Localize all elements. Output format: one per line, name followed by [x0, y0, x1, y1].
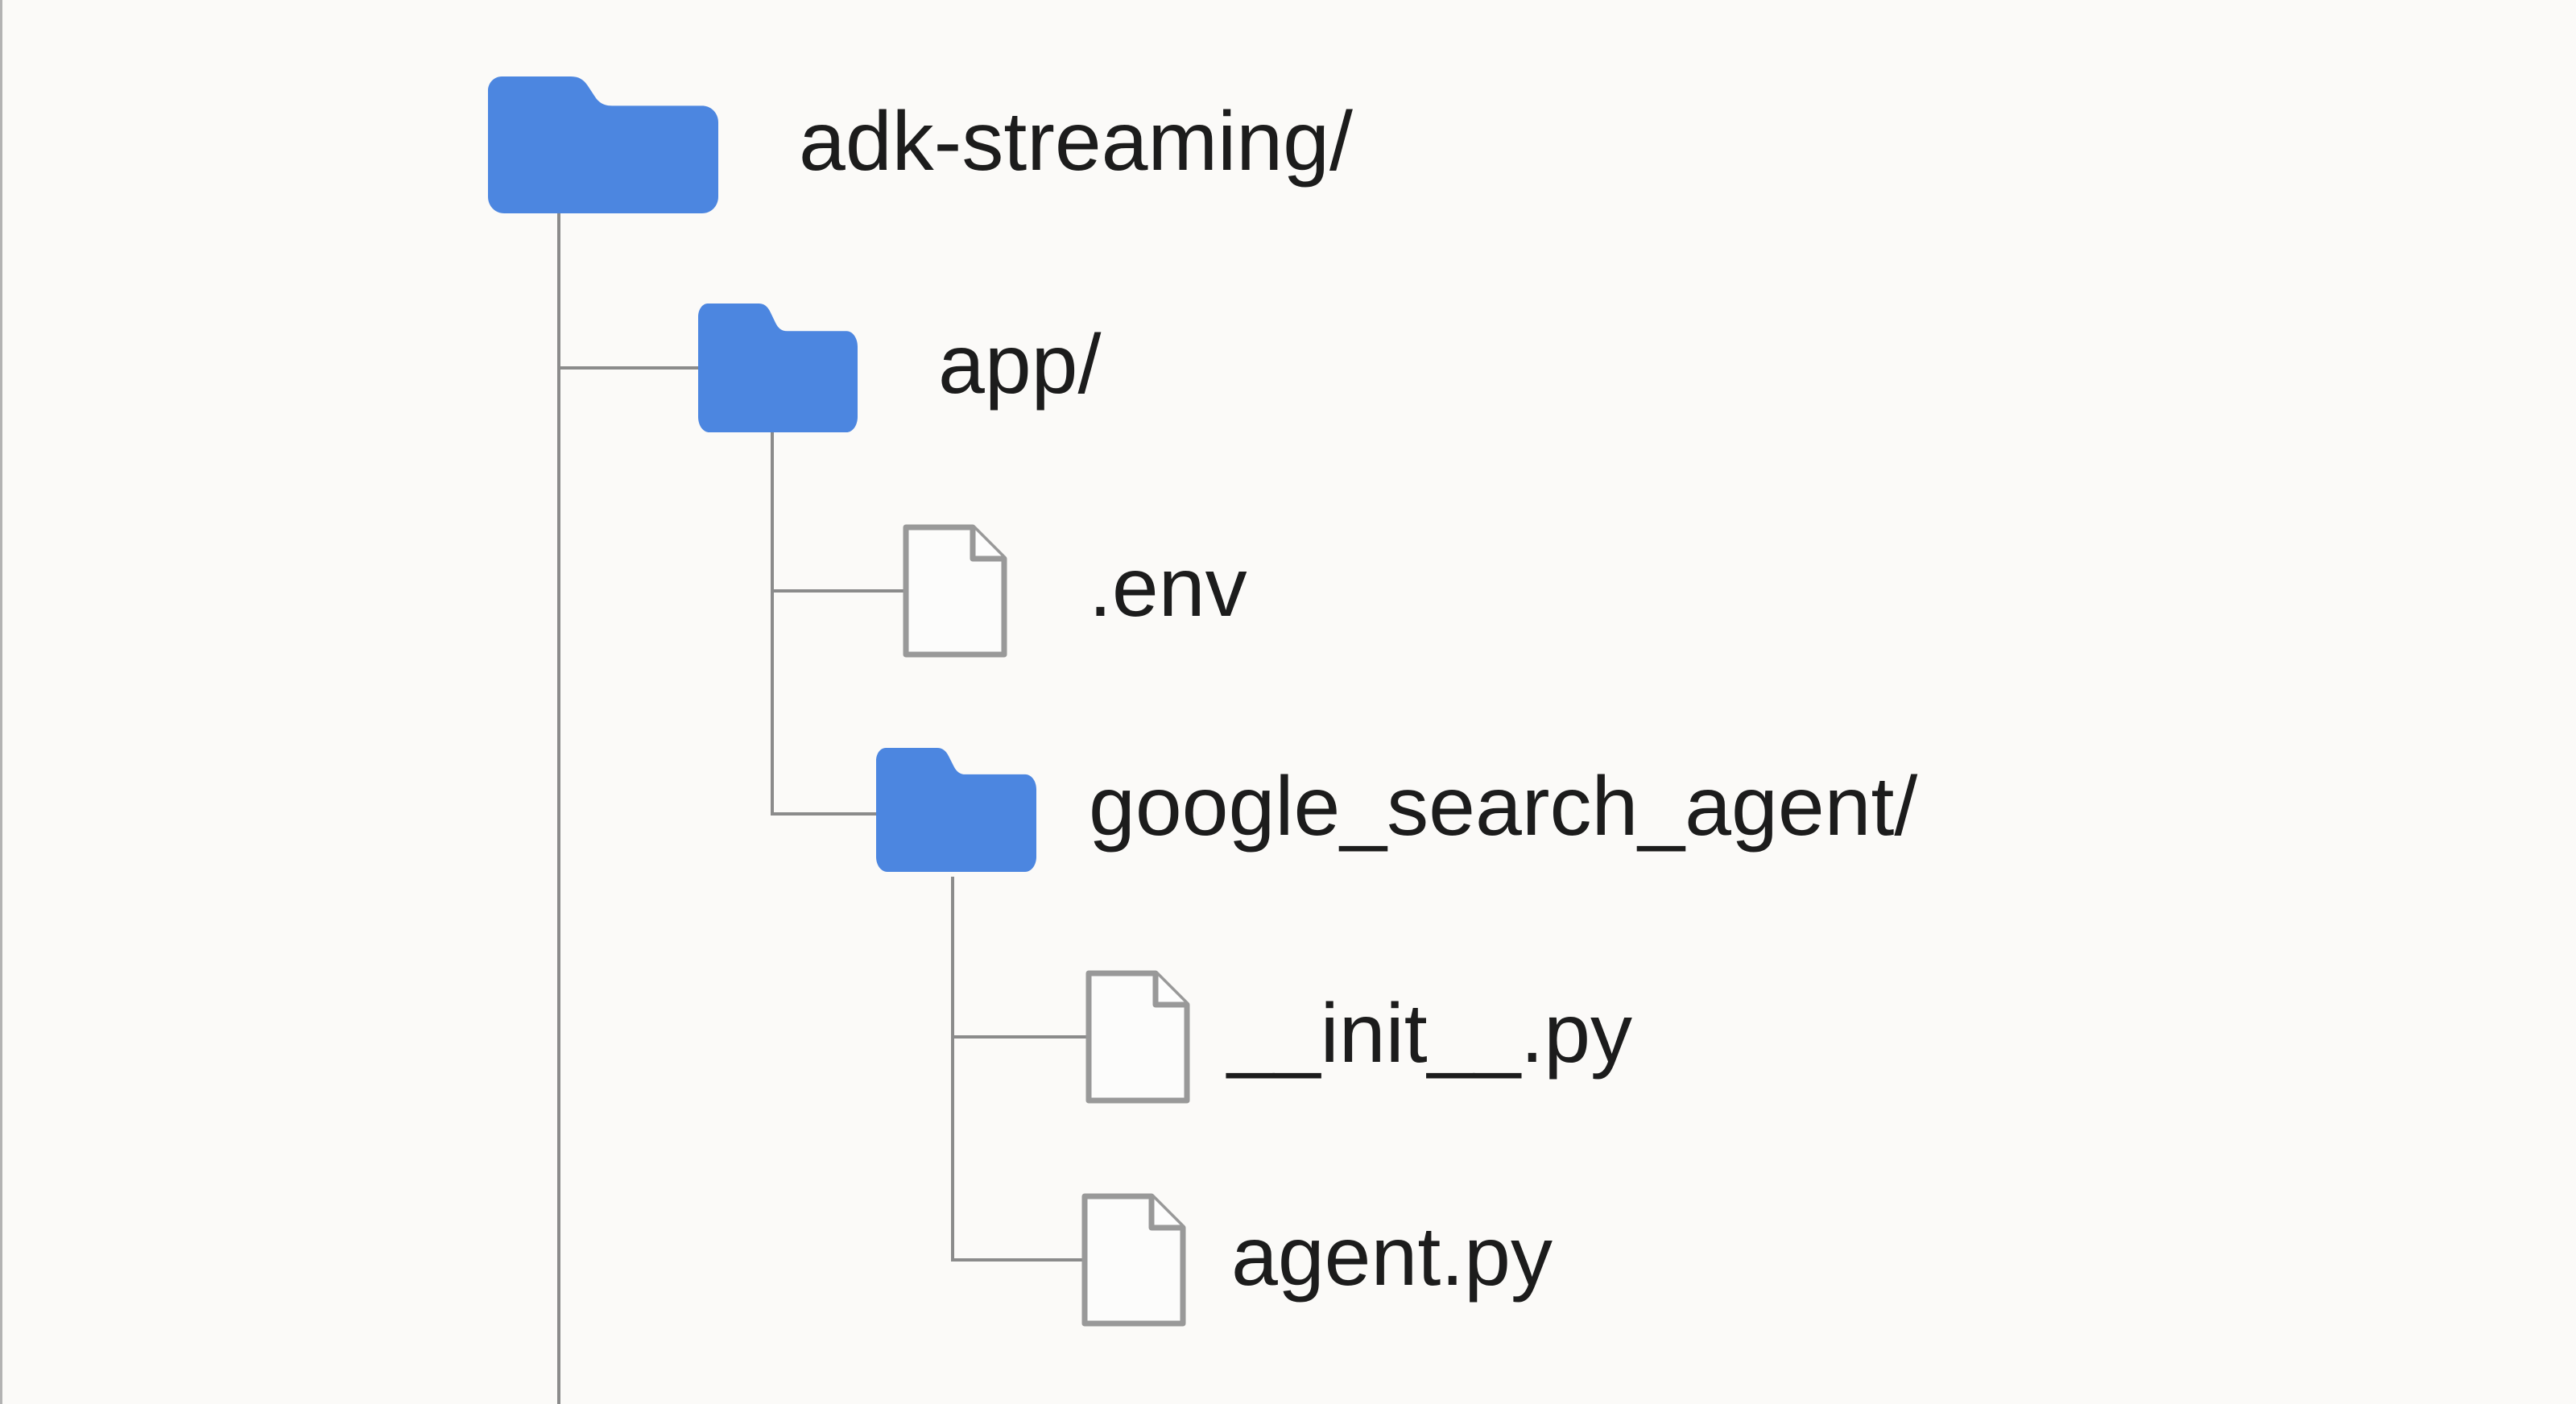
tree-node-agent-py: agent.py — [1081, 1192, 1553, 1328]
connector-gsa-vertical — [951, 877, 954, 1262]
folder-icon — [488, 76, 718, 213]
file-icon — [1085, 970, 1190, 1104]
tree-node-app: app/ — [698, 304, 1101, 432]
connector-branch-init — [953, 1035, 1086, 1039]
tree-node-env: .env — [902, 523, 1247, 659]
tree-node-label: agent.py — [1231, 1210, 1553, 1303]
tree-node-label: __init__.py — [1227, 987, 1633, 1080]
tree-node-label: adk-streaming/ — [799, 95, 1353, 188]
tree-node-init-py: __init__.py — [1085, 969, 1632, 1105]
connector-branch-env — [772, 589, 903, 593]
file-icon — [903, 524, 1007, 658]
file-icon — [1081, 1193, 1186, 1327]
left-edge-line — [0, 0, 2, 1404]
connector-branch-gsa — [772, 812, 877, 816]
connector-branch-agent — [953, 1258, 1082, 1262]
tree-node-adk-streaming: adk-streaming/ — [488, 76, 1353, 213]
connector-branch-app — [559, 366, 700, 370]
tree-node-google-search-agent: google_search_agent/ — [876, 748, 1917, 872]
tree-node-label: app/ — [938, 318, 1102, 411]
folder-icon — [698, 304, 858, 432]
connector-app-vertical — [771, 432, 774, 816]
tree-node-label: .env — [1089, 541, 1247, 634]
connector-root-vertical — [557, 211, 560, 1404]
tree-node-label: google_search_agent/ — [1089, 760, 1918, 853]
folder-icon — [876, 748, 1036, 872]
